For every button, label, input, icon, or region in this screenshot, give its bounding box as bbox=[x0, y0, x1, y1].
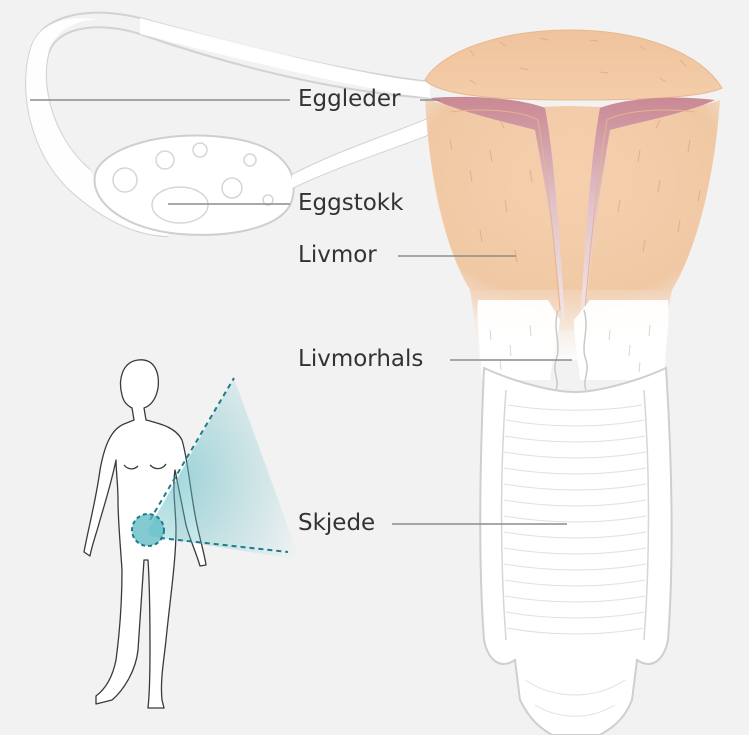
label-eggstokk: Eggstokk bbox=[298, 192, 403, 215]
ovary-shape bbox=[95, 118, 430, 235]
uterus-shape bbox=[425, 30, 722, 360]
label-livmor: Livmor bbox=[298, 244, 377, 267]
label-livmorhals: Livmorhals bbox=[298, 348, 423, 371]
label-eggleder: Eggleder bbox=[298, 88, 400, 111]
vagina-shape bbox=[480, 368, 671, 735]
label-skjede: Skjede bbox=[298, 512, 375, 535]
